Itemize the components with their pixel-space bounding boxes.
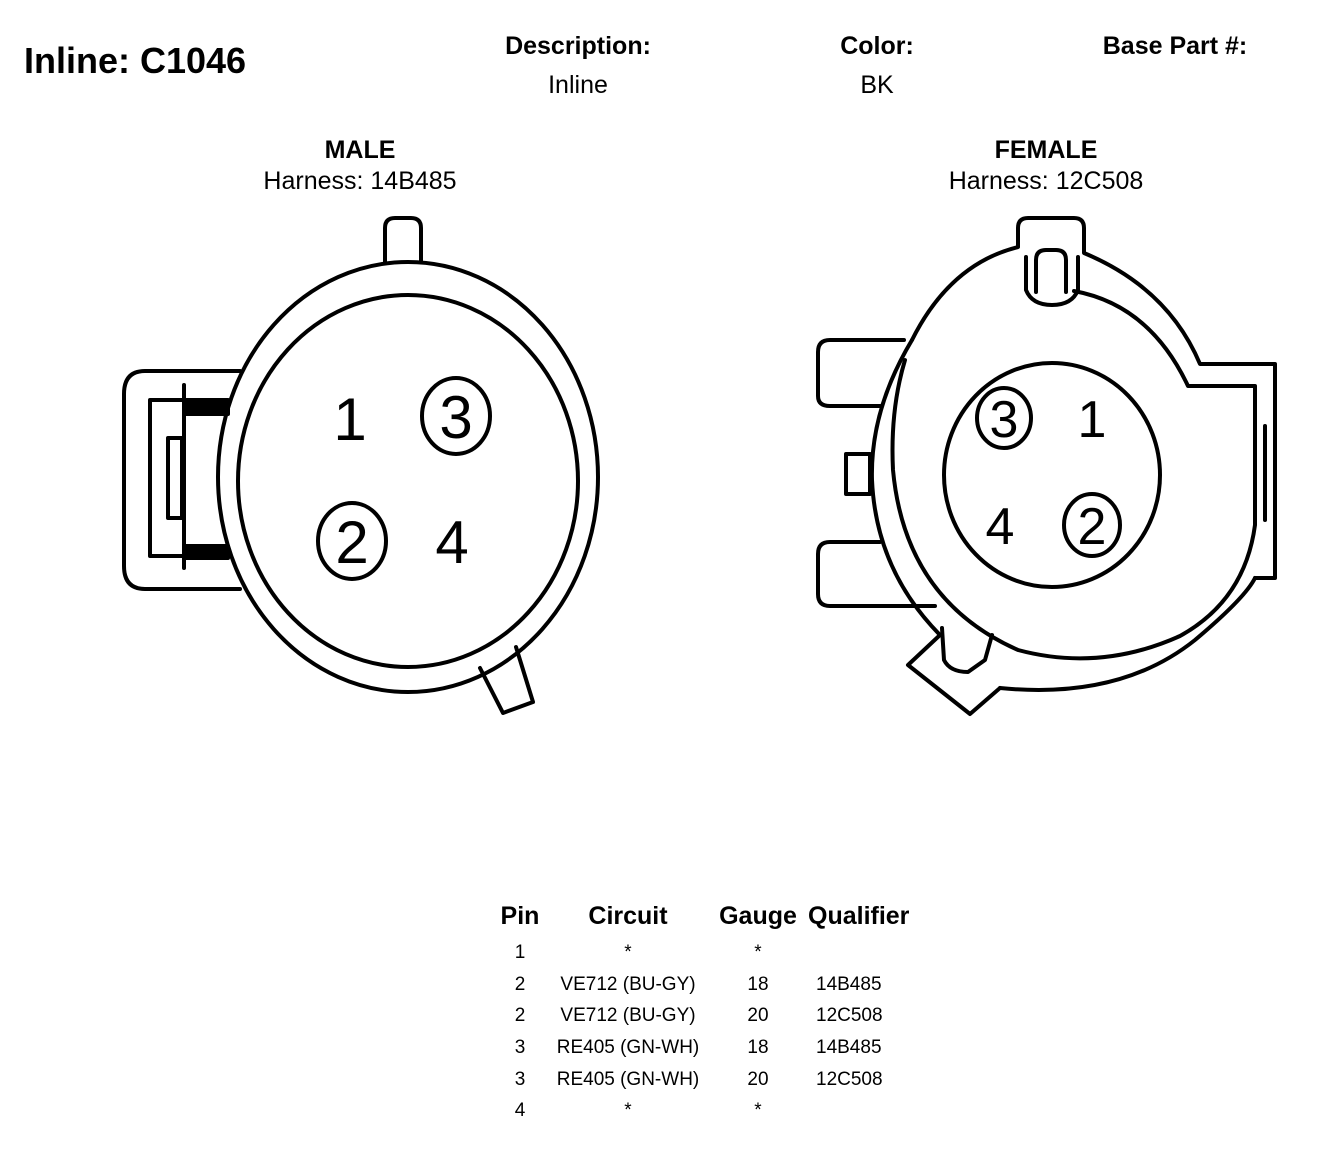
pin-cell: 4 [514, 1100, 526, 1122]
table-row: 2 VE712 (BU-GY) 20 12C508 [492, 1000, 936, 1032]
female-connector-name: FEMALE [994, 136, 1098, 164]
gauge-cell: 20 [747, 1068, 769, 1090]
pin-column-header: Pin [500, 902, 540, 930]
female-harness: Harness: 12C508 [948, 167, 1144, 195]
qualifier-cell: 14B485 [816, 973, 882, 995]
color-value: BK [860, 71, 894, 99]
male-pin-1-label: 1 [333, 386, 366, 453]
pin-cell: 2 [514, 1005, 526, 1027]
description-value: Inline [548, 71, 608, 99]
qualifier-cell: 14B485 [816, 1036, 882, 1058]
pin-table: Pin Circuit Gauge Qualifier 1 * * 2 VE71… [492, 902, 936, 1127]
table-row: 1 * * [492, 937, 936, 969]
gauge-cell: * [754, 1100, 762, 1122]
male-pin-4-label: 4 [435, 509, 468, 576]
female-pin-1-label: 1 [1078, 391, 1107, 449]
circuit-cell: VE712 (BU-GY) [560, 1005, 696, 1027]
male-pin-2-label: 2 [335, 509, 368, 576]
pin-cell: 3 [514, 1068, 526, 1090]
table-row: 2 VE712 (BU-GY) 18 14B485 [492, 969, 936, 1001]
female-pin-4-label: 4 [986, 498, 1015, 556]
table-row: 3 RE405 (GN-WH) 18 14B485 [492, 1032, 936, 1064]
gauge-cell: 20 [747, 1005, 769, 1027]
circuit-cell: VE712 (BU-GY) [560, 973, 696, 995]
gauge-column-header: Gauge [719, 902, 797, 930]
pin-cell: 1 [514, 941, 526, 963]
pin-cell: 2 [514, 973, 526, 995]
qualifier-cell: 12C508 [816, 1068, 883, 1090]
base-part-label: Base Part #: [1102, 32, 1248, 60]
male-connector-face [122, 216, 600, 715]
table-row: 3 RE405 (GN-WH) 20 12C508 [492, 1064, 936, 1096]
gauge-cell: 18 [747, 973, 769, 995]
gauge-cell: * [754, 941, 762, 963]
female-connector-face [816, 216, 1277, 716]
female-pin-3-label: 3 [990, 391, 1019, 449]
circuit-cell: * [624, 1100, 632, 1122]
description-label: Description: [505, 32, 651, 60]
circuit-cell: * [624, 941, 632, 963]
male-pin-3-label: 3 [439, 384, 472, 451]
male-harness: Harness: 14B485 [263, 167, 457, 195]
qualifier-cell [808, 1095, 936, 1127]
qualifier-cell [808, 937, 936, 969]
page-title: Inline: C1046 [24, 40, 247, 81]
circuit-cell: RE405 (GN-WH) [556, 1068, 700, 1090]
color-label: Color: [840, 32, 914, 60]
male-connector-name: MALE [324, 136, 396, 164]
circuit-cell: RE405 (GN-WH) [556, 1036, 700, 1058]
pin-cell: 3 [514, 1036, 526, 1058]
circuit-column-header: Circuit [588, 902, 668, 930]
qualifier-column-header: Qualifier [808, 902, 910, 930]
gauge-cell: 18 [747, 1036, 769, 1058]
pin-table-header: Pin Circuit Gauge Qualifier [492, 902, 936, 937]
qualifier-cell: 12C508 [816, 1005, 883, 1027]
female-pin-2-label: 2 [1078, 498, 1107, 556]
table-row: 4 * * [492, 1095, 936, 1127]
